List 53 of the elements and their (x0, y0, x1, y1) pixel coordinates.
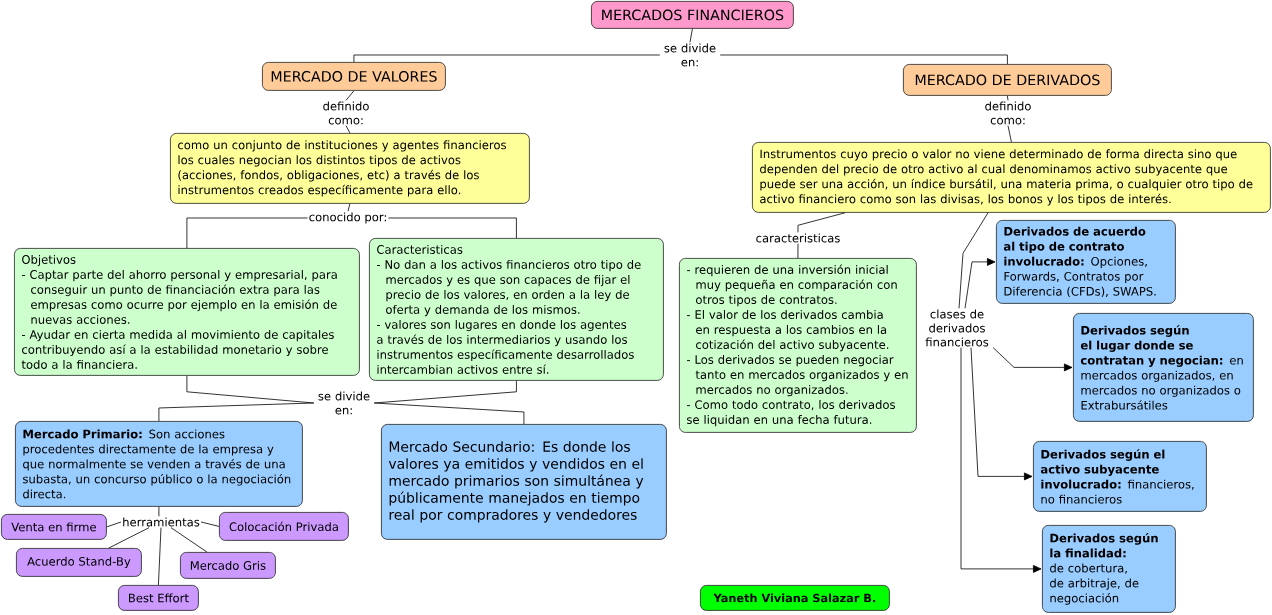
linking-phrase: herramientas (121, 516, 201, 528)
arrow (964, 258, 996, 309)
connector-line (1007, 125, 1012, 143)
concept-box: Instrumentos cuyo precio o valor no viene determinado de forma directa sino que dependen del precio de otro activo al cual denominamos activo subyacente que puede ser una acción, un índice bursátil, una materia prima, o cualquier otro tipo de activo financiero como son las divisas, los bonos y los tipos de interés. (752, 142, 1271, 213)
concept-box: MERCADO DE VALORES (262, 62, 446, 91)
linking-phrase: conocido por: (307, 211, 389, 225)
concept-box: Best Effort (118, 585, 199, 611)
concept-box: - requieren de una inversión inicial muy pequeña en comparación con otros tipos de contratos. - El valor de los derivados cambia en respuesta a los cambios en la cotización del activo subyacente. - Los derivados se pueden negociar tanto en mercados organizados y en mercados no organizados. - Como todo contrato, los derivados se liquidan en una fecha futura. (679, 258, 917, 433)
concept-box: MERCADO DE DERIVADOS (903, 64, 1112, 96)
connector-line (200, 521, 220, 527)
concept-box: Colocación Privada (219, 512, 349, 541)
connector-line (158, 527, 162, 586)
linking-phrase: definido como: (318, 100, 374, 126)
concept-box: Mercado Gris (180, 552, 276, 579)
connector-line (158, 402, 315, 422)
concept-box: Derivados según el activo subyacente involucrado: financieros, no financieros (1033, 441, 1207, 512)
concept-box: Acuerdo Stand-By (16, 548, 142, 577)
linking-phrase: se divide en: (314, 390, 374, 416)
arrow (992, 347, 1073, 372)
connector-line (689, 28, 693, 43)
connector-line (958, 212, 989, 309)
concept-box: Caracteristicas - No dan a los activos financieros otro tipo de mercados y es que son capaces de fijar el precio de los valores, en orden a la ley de oferta y demanda de los mismos. - valores son lugares en donde los agentes a través de los intermediarios y usando los instrumentos específicamente desarrollados intercambian activos entre sí. (369, 238, 664, 381)
linking-phrase: caracteristicas (754, 232, 842, 244)
connector-line (345, 125, 351, 134)
concept-box: Objetivos - Captar parte del ahorro personal y empresarial, para conseguir un punto de financiación extra para las empresas como ocurre por ejemplo en la emisión de nuevas acciones. - Ayudar en cierta medida al movimiento de capitales contribuyendo así a la estabilidad monetario y sobre todo a la financiera. (14, 248, 360, 376)
connector-line (388, 217, 517, 239)
arrow (970, 347, 1033, 481)
linking-phrase: definido como: (980, 100, 1036, 126)
concept-box: Derivados de acuerdo al tipo de contrato involucrado: Opciones, Forwards, Contratos por Diferencia (CFDs), SWAPS. (996, 220, 1176, 304)
author-box: Yaneth Viviana Salazar B. (700, 585, 890, 611)
connector-line (106, 521, 122, 528)
connector-line (170, 527, 208, 553)
linking-phrase: clases de derivados financieros (921, 308, 993, 348)
arrow (960, 347, 1042, 573)
connector-line (186, 217, 308, 249)
concept-box: Mercado Secundario: Es donde los valores ya emitidos y vendidos en el mercado primarios son simultánea y públicamente manejados en tiempo real por compradores y vendedores (381, 424, 667, 540)
connector-line (719, 54, 1008, 65)
connector-line (797, 243, 799, 259)
concept-box: Derivados según el lugar donde se contratan y negocian: en mercados organizados, en mercados no organizados o Extrabursátiles (1073, 313, 1254, 422)
connector-line (108, 527, 150, 549)
connector-line (353, 54, 661, 63)
concept-box: Venta en firme (1, 514, 107, 540)
linking-phrase: se divide en: (660, 42, 720, 68)
connector-line (158, 506, 160, 517)
connector-line (797, 212, 846, 233)
concept-box: Derivados según la finalidad: de cobertura, de arbitraje, de negociación (1042, 525, 1176, 613)
connector-line (345, 90, 355, 101)
connector-line (373, 402, 525, 425)
concept-box: como un conjunto de instituciones y agentes financieros los cuales negocian los distintos tipos de activos (acciones, fondos, obligaciones, etc) a través de los instrumentos creados específicamente para ello. (170, 133, 530, 204)
concept-box: Mercado Primario: Son acciones procedentes directamente de la empresa y que normalmente se venden a través de una subasta, un concurso público o la negociación directa. (15, 421, 303, 507)
concept-box: MERCADOS FINANCIEROS (591, 1, 794, 29)
connector-line (347, 203, 351, 212)
connector-line (1007, 95, 1009, 101)
